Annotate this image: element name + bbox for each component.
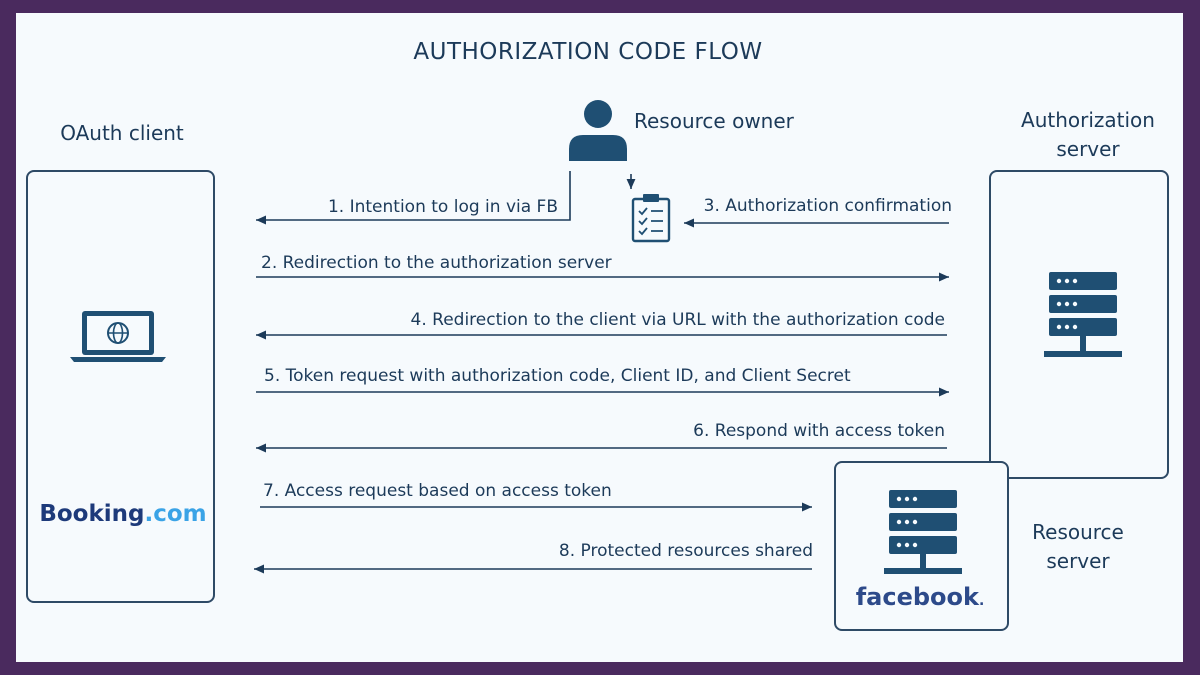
authorization-server-label-line1: Authorization: [1021, 108, 1155, 132]
step-1: 1. Intention to log in via FB: [256, 171, 571, 225]
step-8-label: 8. Protected resources shared: [559, 541, 813, 561]
step-7: 7. Access request based on access token: [260, 481, 812, 512]
step-1-arrow: [256, 171, 571, 225]
step-2-label: 2. Redirection to the authorization serv…: [261, 253, 612, 273]
step-3-label: 3. Authorization confirmation: [704, 196, 952, 216]
step-4: 4. Redirection to the client via URL wit…: [256, 310, 947, 340]
server-rack-icon: [1044, 272, 1122, 357]
diagram-svg: AUTHORIZATION CODE FLOW OAuth client Res…: [26, 39, 1169, 631]
step-3: 3. Authorization confirmation: [684, 196, 952, 228]
resource-server-label-line1: Resource: [1032, 520, 1124, 544]
step-6-label: 6. Respond with access token: [693, 421, 945, 441]
checklist-icon: [631, 194, 671, 243]
person-icon: [569, 100, 627, 161]
step-8: 8. Protected resources shared: [254, 541, 813, 574]
step-2: 2. Redirection to the authorization serv…: [256, 253, 949, 282]
booking-logo: Booking.com: [39, 501, 206, 527]
step-7-label: 7. Access request based on access token: [263, 481, 612, 501]
resource-server-label-line2: server: [1046, 549, 1110, 573]
oauth-client-label: OAuth client: [60, 121, 184, 145]
facebook-logo: facebook.: [856, 583, 985, 611]
authorization-server-box: [989, 170, 1169, 479]
oauth-client-box: [26, 170, 215, 603]
step-4-label: 4. Redirection to the client via URL wit…: [411, 310, 945, 330]
resource-owner-label: Resource owner: [634, 109, 795, 133]
step-5-label: 5. Token request with authorization code…: [264, 366, 851, 386]
step-5: 5. Token request with authorization code…: [256, 366, 949, 397]
step-1-label: 1. Intention to log in via FB: [328, 197, 558, 217]
step-6: 6. Respond with access token: [256, 421, 947, 453]
diagram-canvas: AUTHORIZATION CODE FLOW OAuth client Res…: [16, 13, 1183, 662]
authorization-server-label-line2: server: [1056, 137, 1120, 161]
server-rack-icon: [884, 490, 962, 574]
laptop-globe-icon: [70, 311, 166, 362]
diagram-title: AUTHORIZATION CODE FLOW: [413, 39, 762, 65]
